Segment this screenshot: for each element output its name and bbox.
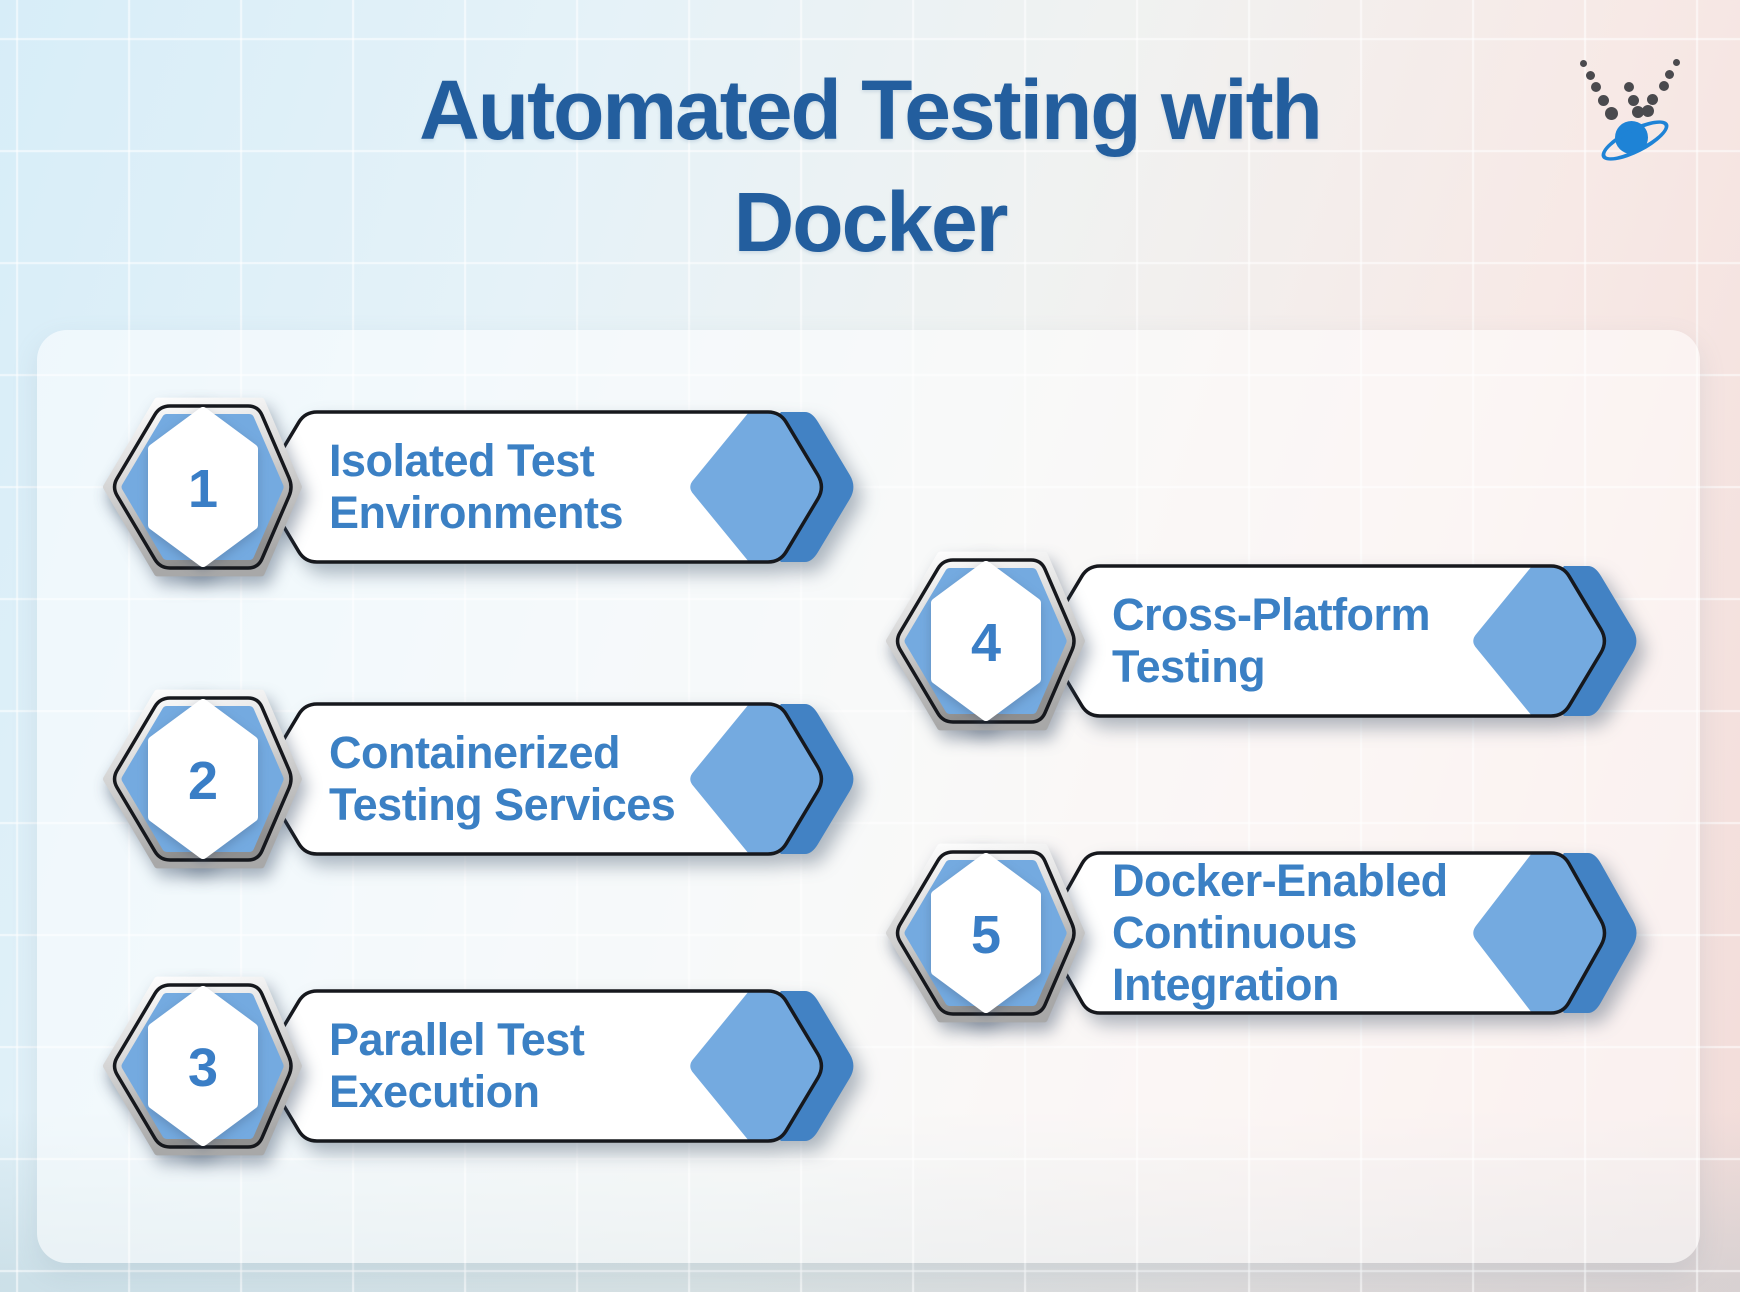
step-number: 2	[188, 751, 218, 811]
step-item-2: 2 Containerized Testing Services	[97, 673, 867, 885]
step-number-badge: 2	[103, 689, 302, 869]
logo-dot	[1624, 82, 1634, 92]
step-banner	[1046, 853, 1605, 1013]
step-item-1: 1 Isolated Test Environments	[97, 381, 867, 593]
logo-dot	[1642, 105, 1654, 117]
badge-white-hexagon	[931, 561, 1041, 721]
banner-end-light-hexagon	[690, 704, 822, 854]
step-number: 5	[971, 905, 1001, 965]
step-item-5: 5 Docker-Enabled Continuous Integration	[880, 827, 1650, 1039]
step-item-4: 4 Cross-Platform Testing	[880, 535, 1650, 747]
logo-dot	[1586, 71, 1595, 80]
logo-dot	[1591, 82, 1601, 92]
logo-dot	[1628, 95, 1639, 106]
step-item-3: 3 Parallel Test Execution	[97, 960, 867, 1172]
step-banner	[263, 412, 822, 562]
logo-dot	[1673, 59, 1680, 66]
step-label: Parallel Test Execution	[329, 1014, 585, 1117]
step-banner	[1046, 566, 1605, 716]
badge-white-hexagon	[931, 853, 1041, 1013]
logo-dot	[1598, 95, 1609, 106]
step-number: 1	[188, 459, 218, 519]
badge-white-hexagon	[148, 699, 258, 859]
page-title-text: Automated Testing with Docker	[419, 63, 1323, 269]
logo-dot	[1659, 81, 1669, 91]
step-graphic: 2	[103, 689, 854, 869]
logo-dot	[1665, 70, 1674, 79]
badge-white-hexagon	[148, 986, 258, 1146]
step-banner	[263, 991, 822, 1141]
step-number: 3	[188, 1038, 218, 1098]
step-number-badge: 4	[886, 551, 1085, 731]
step-label: Isolated Test Environments	[329, 435, 624, 538]
banner-end-light-hexagon	[1473, 566, 1605, 716]
step-number: 4	[971, 613, 1001, 673]
step-graphic: 5	[886, 843, 1637, 1023]
banner-end-light-hexagon	[690, 991, 822, 1141]
logo-dot	[1647, 94, 1658, 105]
step-label: Docker-Enabled Continuous Integration	[1112, 855, 1448, 1010]
logo-dot	[1580, 60, 1587, 67]
brand-logo	[1575, 55, 1705, 173]
planet-icon	[1615, 121, 1648, 154]
step-label: Cross-Platform Testing	[1112, 589, 1431, 692]
badge-white-hexagon	[148, 407, 258, 567]
step-number-badge: 3	[103, 976, 302, 1156]
logo-dot	[1605, 107, 1618, 120]
step-number-badge: 5	[886, 843, 1085, 1023]
logo-dot	[1632, 106, 1644, 118]
step-banner	[263, 704, 822, 854]
step-label: Containerized Testing Services	[329, 727, 676, 830]
banner-end-light-hexagon	[690, 412, 822, 562]
step-graphic: 4	[886, 551, 1637, 731]
step-graphic: 3	[103, 976, 854, 1156]
page-title: Automated Testing with Docker	[0, 54, 1740, 278]
step-number-badge: 1	[103, 397, 302, 577]
banner-end-light-hexagon	[1473, 853, 1605, 1013]
step-graphic: 1	[103, 397, 854, 577]
